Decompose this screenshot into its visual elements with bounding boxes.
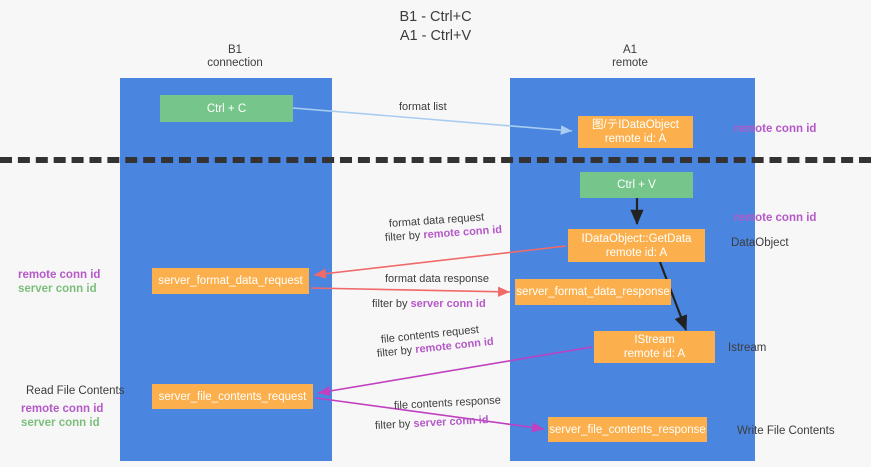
box-getdata-line1: IDataObject::GetData	[581, 232, 692, 245]
box-ctrl-c[interactable]: Ctrl + C	[160, 95, 293, 122]
edge-label-file-contents-response-filter: filter by server conn id	[375, 414, 489, 433]
box-getdata-line2: remote id: A	[605, 246, 668, 259]
box-istream[interactable]: IStream remote id: A	[594, 331, 715, 363]
edge-label-format-data-response: format data response	[385, 273, 489, 285]
box-istream-line1: IStream	[634, 334, 675, 346]
note-write-file-contents: Write File Contents	[737, 425, 835, 437]
note-server-conn-id-left-bottom: server conn id	[21, 417, 100, 429]
column-header-b1-role: connection	[207, 57, 263, 69]
note-read-file-contents: Read File Contents	[26, 385, 125, 397]
note-remote-conn-id-middle: remote conn id	[734, 212, 817, 224]
column-header-a1-role: remote	[612, 57, 648, 69]
note-conn-ids-bottom: remote conn id server conn id	[21, 402, 103, 430]
arrow-format-data-response	[310, 286, 511, 297]
note-dataobject: DataObject	[731, 237, 789, 249]
note-remote-conn-id-left-middle: remote conn id	[18, 269, 101, 281]
column-header-b1-name: B1	[227, 44, 243, 56]
box-istream-line2: remote id: A	[623, 348, 686, 360]
edge-label-format-list: format list	[399, 101, 447, 113]
filter-by-text: filter by	[376, 344, 416, 360]
box-server-file-contents-request[interactable]: server_file_contents_request	[152, 384, 313, 409]
column-header-a1: A1 remote	[530, 44, 730, 70]
box-server-format-data-request[interactable]: server_format_data_request	[152, 268, 309, 294]
filter-by-text: filter by	[384, 229, 424, 244]
box-server-file-contents-request-label: server_file_contents_request	[158, 390, 307, 403]
box-ctrl-v[interactable]: Ctrl + V	[580, 172, 693, 198]
page-title: B1 - Ctrl+C A1 - Ctrl+V	[399, 9, 472, 44]
box-idataobject[interactable]: 图/テIDataObject remote id: A	[578, 116, 693, 148]
column-header-a1-name: A1	[622, 44, 638, 56]
filter-by-text: filter by	[372, 298, 411, 310]
box-server-format-data-response-label: server_format_data_response	[516, 286, 670, 298]
edge-label-file-contents-response: file contents response	[393, 394, 502, 412]
box-ctrl-v-label: Ctrl + V	[617, 179, 656, 191]
filter-server-conn-id: server conn id	[413, 414, 489, 430]
box-server-file-contents-response-label: server_file_contents_response	[549, 423, 706, 436]
filter-by-text: filter by	[374, 417, 414, 432]
note-remote-conn-id-top: remote conn id	[734, 123, 817, 135]
filter-server-conn-id: server conn id	[410, 298, 486, 310]
box-ctrl-c-label: Ctrl + C	[206, 102, 247, 115]
note-server-conn-id-left-middle: server conn id	[18, 283, 97, 295]
section-divider	[0, 157, 871, 163]
box-idataobject-line2: remote id: A	[604, 133, 667, 145]
column-header-b1: B1 connection	[140, 44, 330, 70]
edge-label-format-data-response-filter: filter by server conn id	[372, 298, 486, 311]
box-server-file-contents-response[interactable]: server_file_contents_response	[548, 417, 707, 442]
box-idataobject-line1: 图/テIDataObject	[592, 119, 679, 131]
note-remote-conn-id-left-bottom: remote conn id	[21, 403, 104, 415]
box-server-format-data-request-label: server_format_data_request	[158, 275, 303, 287]
note-conn-ids-middle: remote conn id server conn id	[18, 268, 100, 296]
note-istream: Istream	[728, 342, 767, 354]
box-server-format-data-response[interactable]: server_format_data_response	[515, 279, 671, 305]
box-idataobject-getdata[interactable]: IDataObject::GetData remote id: A	[568, 229, 705, 262]
